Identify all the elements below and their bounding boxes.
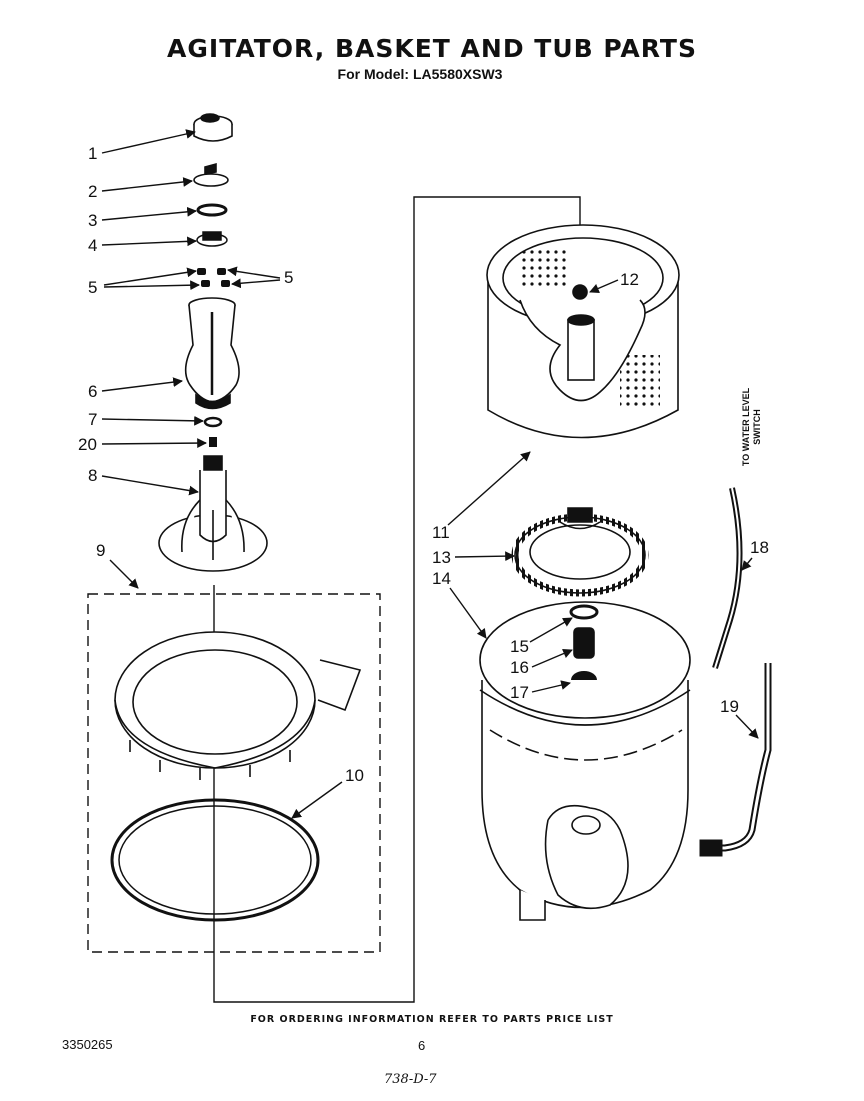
page-title: AGITATOR, BASKET AND TUB PARTS — [167, 34, 697, 63]
document-number: 3350265 — [62, 1037, 113, 1052]
model-subtitle: For Model: LA5580XSW3 — [337, 66, 503, 82]
part-2-cap-seal — [193, 162, 229, 187]
callout-20: 20 — [78, 435, 97, 454]
callout-1: 1 — [88, 144, 97, 163]
handwritten-note: 738-D-7 — [384, 1072, 437, 1087]
part-14-tub — [479, 601, 691, 921]
part-16-hub — [573, 627, 595, 659]
callout-10: 10 — [345, 766, 364, 785]
part-8-agitator-base — [158, 455, 268, 572]
connection-line — [213, 196, 581, 1003]
callout-5-right: 5 — [284, 268, 293, 287]
part-7-washer — [203, 416, 223, 428]
callout-2: 2 — [88, 182, 97, 201]
callout-15: 15 — [510, 637, 529, 656]
page-number: 6 — [418, 1038, 426, 1053]
callout-17: 17 — [510, 683, 529, 702]
callout-18: 18 — [750, 538, 769, 557]
callout-12: 12 — [620, 270, 639, 289]
side-label-line1: TO WATER LEVEL — [741, 387, 751, 467]
part-10-gasket — [110, 798, 320, 922]
part-11-basket — [486, 224, 680, 439]
callout-19: 19 — [720, 697, 739, 716]
part-5-agitator-dogs — [197, 268, 230, 287]
callout-14: 14 — [432, 569, 451, 588]
callout-9: 9 — [96, 541, 105, 560]
part-1-agitator-cap — [193, 113, 233, 142]
part-6-agitator-barrel — [184, 297, 240, 410]
callout-13: 13 — [432, 548, 451, 567]
part-9-tub-ring — [114, 631, 362, 780]
part-20-seal — [209, 437, 217, 447]
side-label-line2: SWITCH — [752, 409, 762, 445]
callout-7: 7 — [88, 410, 97, 429]
callout-16: 16 — [510, 658, 529, 677]
callout-8: 8 — [88, 466, 97, 485]
callout-6: 6 — [88, 382, 97, 401]
callout-11: 11 — [432, 523, 450, 542]
water-level-switch-label: TO WATER LEVEL SWITCH — [741, 377, 763, 477]
part-3-ring — [196, 203, 228, 217]
part-13-drive-ring — [511, 507, 649, 597]
part-19-hose — [699, 663, 772, 857]
callout-3: 3 — [88, 211, 97, 230]
part-15-clip — [569, 604, 599, 620]
ordering-note: FOR ORDERING INFORMATION REFER TO PARTS … — [250, 1014, 614, 1025]
part-4-retainer — [196, 231, 228, 247]
callout-4: 4 — [88, 236, 97, 255]
callout-5-left: 5 — [88, 278, 97, 297]
dashed-group-box — [87, 593, 381, 953]
part-18-air-tube — [712, 487, 743, 669]
